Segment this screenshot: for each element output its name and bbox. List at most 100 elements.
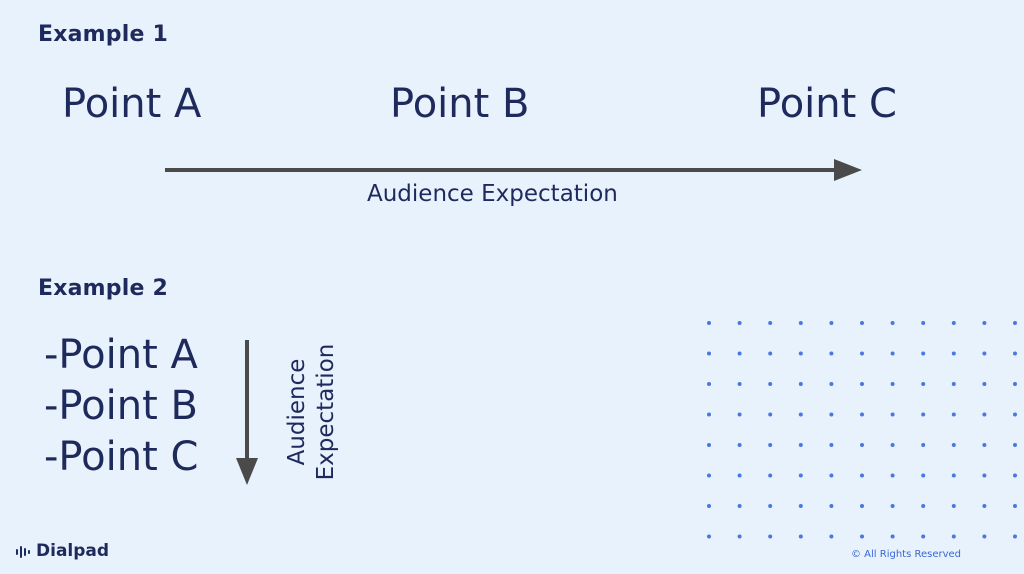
decor-dot xyxy=(982,321,987,325)
decor-dot xyxy=(890,473,895,478)
sound-wave-icon xyxy=(16,545,30,558)
point-b-label: Point B xyxy=(390,81,530,127)
decor-dot xyxy=(829,443,834,447)
decor-dot xyxy=(890,443,895,447)
decor-dot xyxy=(737,504,742,508)
decor-dot xyxy=(951,412,956,417)
decor-dot xyxy=(890,534,895,539)
decor-dot xyxy=(1013,473,1017,478)
decor-dot xyxy=(890,382,895,386)
decor-dot xyxy=(768,473,773,478)
decor-dot xyxy=(1013,351,1017,356)
decor-dot xyxy=(982,504,987,508)
decor-dot xyxy=(829,382,834,386)
decor-dot xyxy=(921,534,926,539)
decor-dot xyxy=(921,443,926,447)
decor-dot xyxy=(890,321,895,325)
decor-dot xyxy=(982,534,987,539)
decor-dot xyxy=(860,534,864,539)
decor-dot xyxy=(890,504,895,508)
decor-dot xyxy=(860,321,864,325)
decor-dot xyxy=(798,443,803,447)
decor-dot xyxy=(737,443,742,447)
horizontal-arrow-head xyxy=(834,159,862,181)
decor-dot xyxy=(737,412,742,417)
decor-dot xyxy=(768,504,773,508)
decor-dot xyxy=(860,412,864,417)
decor-dot xyxy=(707,473,711,478)
decor-dot xyxy=(951,382,956,386)
decor-dot xyxy=(798,351,803,356)
decor-dot xyxy=(890,351,895,356)
decor-dot xyxy=(768,382,773,386)
decor-dot xyxy=(1013,321,1017,325)
decor-dot xyxy=(707,321,711,325)
decor-dot xyxy=(921,321,926,325)
decor-dot xyxy=(982,473,987,478)
decor-dot xyxy=(768,412,773,417)
decor-dot xyxy=(860,504,864,508)
decor-dot xyxy=(768,534,773,539)
point-a-label: Point A xyxy=(62,81,202,127)
decor-dot xyxy=(982,412,987,417)
decor-dot xyxy=(860,473,864,478)
decor-dot xyxy=(707,443,711,447)
decor-dot xyxy=(768,443,773,447)
decor-dot xyxy=(798,321,803,325)
decor-dot xyxy=(798,412,803,417)
decor-dot xyxy=(798,534,803,539)
decor-dot xyxy=(737,351,742,356)
decor-dot xyxy=(707,534,711,539)
audience-expectation-label: Audience Expectation xyxy=(367,181,618,207)
decor-dot xyxy=(829,504,834,508)
decor-dot xyxy=(1013,534,1017,539)
decor-dot xyxy=(1013,412,1017,417)
decor-dot xyxy=(737,321,742,325)
decor-dot xyxy=(921,504,926,508)
decor-dot xyxy=(768,351,773,356)
decor-dot xyxy=(829,321,834,325)
logo-wordmark: Dialpad xyxy=(36,541,110,561)
decor-dot xyxy=(798,382,803,386)
decor-dot xyxy=(951,321,956,325)
decor-dot xyxy=(921,382,926,386)
decor-dot xyxy=(768,321,773,325)
decor-dot xyxy=(829,412,834,417)
decor-dot xyxy=(737,473,742,478)
decor-dot xyxy=(951,504,956,508)
decor-dot xyxy=(982,443,987,447)
decor-dot xyxy=(707,504,711,508)
list-item-point-a: -Point A xyxy=(44,332,198,378)
decor-dot xyxy=(829,351,834,356)
point-c-label: Point C xyxy=(757,81,897,127)
decor-dot xyxy=(860,443,864,447)
decor-dot xyxy=(951,473,956,478)
decor-dot xyxy=(1013,382,1017,386)
decor-dot xyxy=(921,351,926,356)
decor-dot xyxy=(982,382,987,386)
decor-dot xyxy=(951,351,956,356)
decor-dot xyxy=(737,534,742,539)
copyright-notice: © All Rights Reserved xyxy=(851,549,962,560)
vertical-arrow-head xyxy=(236,458,258,485)
decor-dot xyxy=(707,412,711,417)
decor-dot xyxy=(890,412,895,417)
example-1-heading: Example 1 xyxy=(38,22,168,47)
decor-dot xyxy=(829,473,834,478)
decor-dot xyxy=(1013,504,1017,508)
list-item-point-b: -Point B xyxy=(44,383,198,429)
dialpad-logo: Dialpad xyxy=(16,543,109,560)
decor-dot xyxy=(921,412,926,417)
decor-dot xyxy=(737,382,742,386)
decor-dot xyxy=(829,534,834,539)
decor-dot xyxy=(798,504,803,508)
decor-dot xyxy=(798,473,803,478)
example-2-heading: Example 2 xyxy=(38,276,168,301)
decor-dot xyxy=(921,473,926,478)
decor-dot xyxy=(860,351,864,356)
decor-dot xyxy=(860,382,864,386)
decor-dot xyxy=(951,534,956,539)
